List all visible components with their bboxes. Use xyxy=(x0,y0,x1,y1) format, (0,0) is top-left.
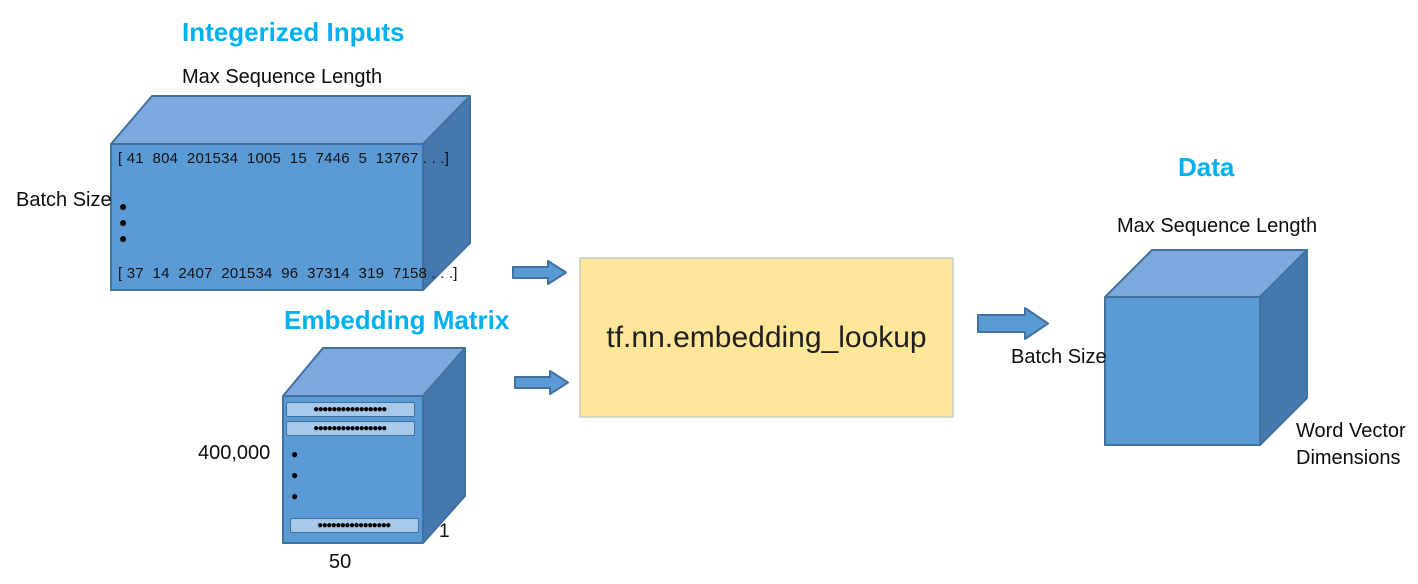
embedding-lookup-op-box xyxy=(579,257,954,418)
embedding-row-dots: ●●●●●●●●●●●●●●●● xyxy=(313,403,387,415)
ellipsis-dots-matrix: ● ● ● xyxy=(291,447,299,503)
arrow-matrix-to-lookup xyxy=(514,370,569,395)
integerized-inputs-box xyxy=(110,95,471,291)
embedding-matrix-box xyxy=(282,347,466,544)
input-row-1: [ 41 804 201534 1005 15 7446 5 13767 . .… xyxy=(118,150,450,167)
label-vocab-size: 400,000 xyxy=(198,442,271,464)
embedding-lookup-op-label: tf.nn.embedding_lookup xyxy=(606,320,927,354)
label-max-sequence-length-right: Max Sequence Length xyxy=(1117,215,1318,237)
arrow-inputs-to-lookup xyxy=(512,260,567,285)
embedding-row-dots: ●●●●●●●●●●●●●●●● xyxy=(317,519,391,531)
integerized-box-front-face xyxy=(110,143,424,291)
embedding-row-dots: ●●●●●●●●●●●●●●●● xyxy=(313,422,387,434)
label-word-vector-dimensions: Word Vector Dimensions xyxy=(1296,420,1406,469)
title-data: Data xyxy=(1178,152,1235,182)
label-vector-dim: 50 xyxy=(329,551,352,573)
embedding-row-strip: ●●●●●●●●●●●●●●●● xyxy=(290,518,419,533)
label-batch-size-right: Batch Size xyxy=(1011,346,1107,368)
ellipsis-dots-inputs: ● ● ● xyxy=(119,198,128,246)
data-cube xyxy=(1104,249,1308,446)
integerized-box-top-face xyxy=(110,95,471,145)
label-max-sequence-length-left: Max Sequence Length xyxy=(182,66,383,88)
label-depth-one: 1 xyxy=(439,521,450,542)
label-batch-size-left: Batch Size xyxy=(16,189,112,211)
title-embedding-matrix: Embedding Matrix xyxy=(284,305,510,335)
embedding-row-strip: ●●●●●●●●●●●●●●●● xyxy=(286,421,415,436)
title-integerized-inputs: Integerized Inputs xyxy=(182,17,405,47)
data-cube-front-face xyxy=(1104,296,1261,446)
embedding-row-strip: ●●●●●●●●●●●●●●●● xyxy=(286,402,415,417)
input-row-2: [ 37 14 2407 201534 96 37314 319 7158 . … xyxy=(118,265,458,282)
arrow-lookup-to-data xyxy=(977,307,1049,340)
